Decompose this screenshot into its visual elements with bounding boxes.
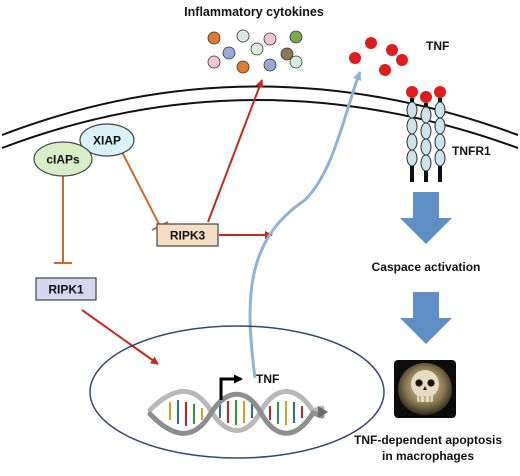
flow-arrow-to-apoptosis: [400, 292, 452, 344]
flow-arrow-to-caspase: [400, 192, 452, 244]
ripk1-to-nucleus: [81, 309, 159, 365]
ripk3-to-cytokines: [207, 79, 264, 223]
ripk3-node: RIPK3: [156, 223, 219, 247]
xiap-inhibits-ripk3: [119, 147, 161, 227]
ripk1-label: RIPK1: [48, 283, 84, 297]
apoptosis-label-line2: in macrophages: [382, 449, 474, 463]
inflammatory-cytokine-dots: [207, 29, 303, 74]
ripk3-label: RIPK3: [170, 229, 206, 243]
dna-helix-icon: [147, 388, 328, 436]
ciaps-label: cIAPs: [46, 153, 80, 167]
tnfr1-label: TNFR1: [452, 144, 491, 158]
tnf-gene-label: TNF: [256, 372, 279, 386]
caspace-activation-label: Caspace activation: [372, 260, 481, 274]
tnf-secretion-arrow: [248, 71, 362, 379]
ripk1-node: RIPK1: [35, 277, 97, 301]
ciaps-node: cIAPs: [33, 141, 93, 177]
nucleus: [89, 325, 385, 459]
inflammatory-cytokines-label: Inflammatory cytokines: [184, 5, 324, 19]
xiap-node: XIAP: [79, 123, 135, 157]
tnf-molecules: [349, 37, 408, 76]
tnfr1-receptor: [406, 86, 446, 182]
apoptosis-label-line1: TNF-dependent apoptosis: [354, 433, 502, 447]
transcription-start-arrow-icon: [219, 374, 243, 400]
activation-edges: [81, 79, 273, 365]
skull-icon: [394, 360, 456, 418]
inhibition-edges: [54, 147, 169, 264]
tnf-top-label: TNF: [426, 39, 449, 53]
xiap-label: XIAP: [93, 134, 121, 148]
